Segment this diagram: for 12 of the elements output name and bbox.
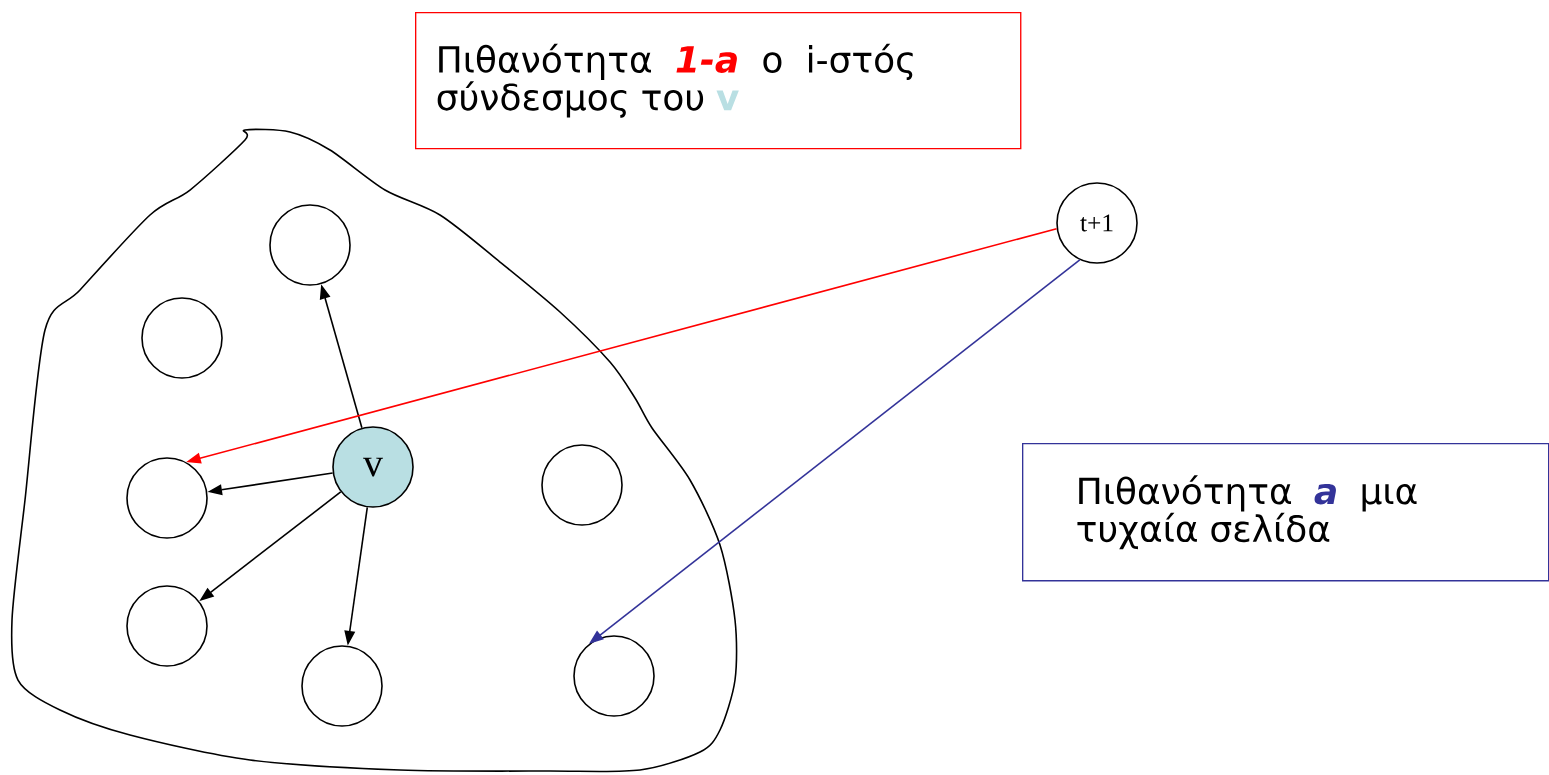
circle-node bbox=[126, 585, 208, 667]
circle-node bbox=[126, 457, 208, 539]
circle-node bbox=[573, 635, 655, 717]
text-box: Πιθανότητα a μια τυχαία σελίδα bbox=[1022, 443, 1549, 582]
circle-node bbox=[541, 444, 623, 526]
circle-node: v bbox=[332, 426, 414, 508]
circle-node: t+1 bbox=[1056, 182, 1138, 264]
circle-node bbox=[141, 297, 223, 379]
circle-node bbox=[269, 204, 351, 286]
circle-node bbox=[301, 645, 383, 727]
region-outline bbox=[10, 128, 738, 773]
text-box: Πιθανότητα 1-a ο i-στός σύνδεσμος του v bbox=[415, 12, 1022, 150]
